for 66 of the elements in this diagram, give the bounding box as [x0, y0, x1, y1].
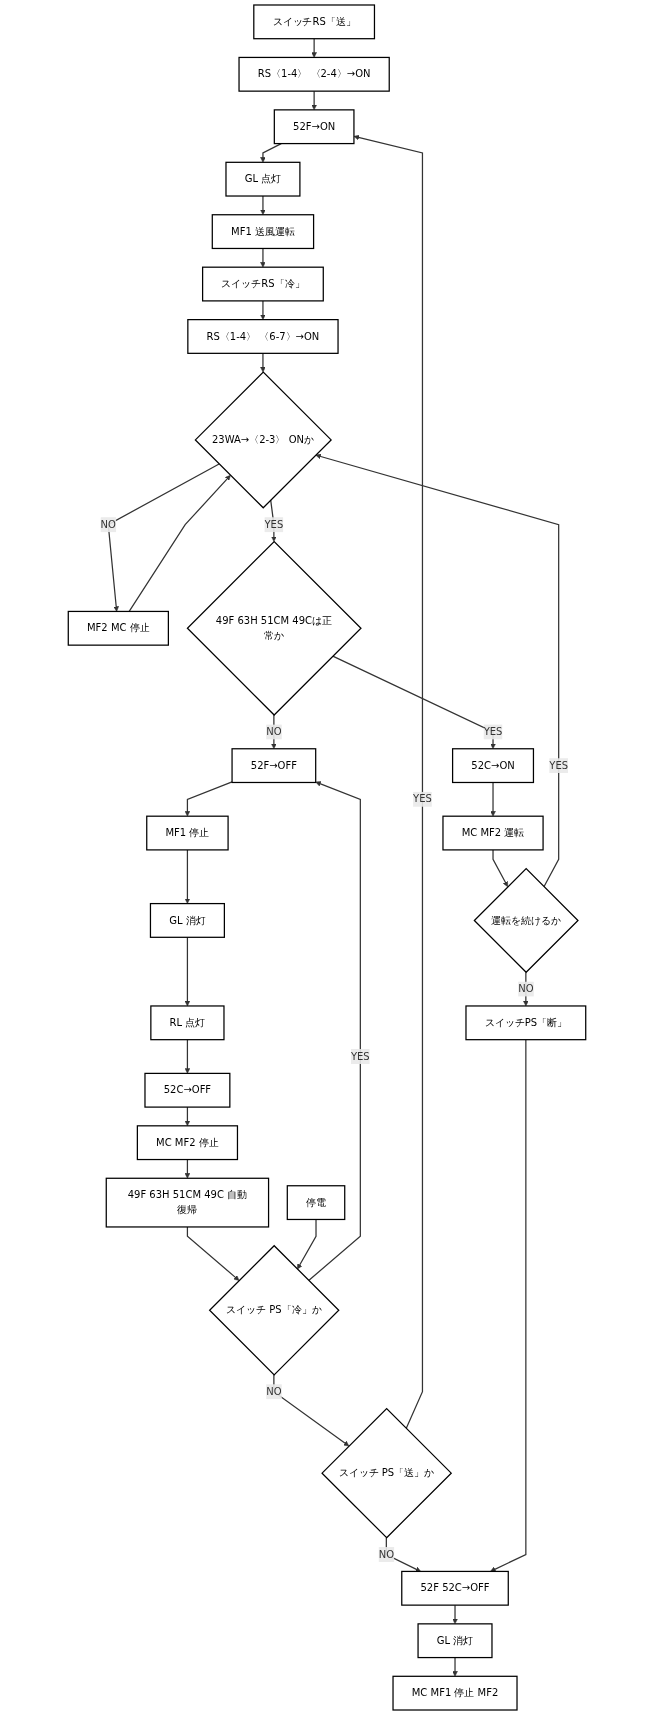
edge-label: NO	[266, 725, 282, 738]
node-box: 停電	[286, 1185, 346, 1221]
node-box: GL 消灯	[417, 1623, 493, 1659]
edge-label: YES	[413, 793, 432, 805]
arrow	[184, 1106, 191, 1127]
node-box: スイッチPS「断」	[465, 1005, 587, 1041]
node-box: スイッチRS「送」	[253, 4, 376, 40]
edge-label: NO	[100, 518, 116, 531]
arrow	[184, 936, 191, 1007]
arrow	[260, 142, 282, 163]
arrow	[311, 90, 317, 111]
node-box: MF1 送風運転	[211, 214, 315, 250]
node-diamond: 49F 63H 51CM 49Cは正常か	[186, 540, 362, 716]
edge-label: NO	[518, 982, 534, 995]
arrow	[332, 655, 496, 749]
edge-label: NO	[378, 1548, 394, 1561]
arrow	[315, 453, 560, 888]
arrow	[260, 300, 266, 320]
arrow	[490, 781, 496, 817]
arrow	[260, 195, 266, 215]
arrow	[311, 38, 317, 58]
arrow	[273, 1374, 350, 1447]
node-box: MC MF2 運転	[442, 815, 544, 851]
arrow	[308, 781, 361, 1282]
edge-label: YES	[549, 759, 569, 772]
arrow	[186, 1226, 240, 1281]
node-diamond: 23WA→〈2-3〉 ONか	[194, 371, 332, 509]
edge-label: YES	[264, 518, 284, 531]
node-box: MF1 停止	[146, 815, 229, 851]
node-box: 52F→ON	[273, 109, 355, 145]
node-box: RL 点灯	[150, 1005, 225, 1041]
arrow	[184, 1039, 191, 1074]
node-box: 52C→OFF	[144, 1072, 231, 1108]
arrow	[184, 781, 233, 817]
node-diamond: スイッチ PS「送」か	[321, 1407, 453, 1539]
arrow	[184, 1158, 191, 1179]
arrow	[128, 475, 231, 613]
node-box: GL 点灯	[225, 161, 301, 197]
node-box: RS〈1-4〉 〈6-7〉→ON	[187, 319, 339, 354]
node-box: RS〈1-4〉 〈2-4〉→ON	[238, 56, 390, 92]
arrow	[260, 352, 266, 373]
arrow	[107, 463, 220, 612]
arrow	[271, 714, 277, 749]
arrow	[490, 1039, 527, 1572]
arrow	[452, 1656, 458, 1677]
node-box: 52C→ON	[451, 748, 535, 784]
node-diamond: 運転を続けるか	[473, 867, 579, 974]
node-box: スイッチRS「冷」	[202, 266, 324, 302]
node-box: MF2 MC 停止	[67, 610, 169, 646]
node-box: GL 消灯	[149, 902, 225, 938]
node-box: 52F 52C→OFF	[401, 1570, 509, 1606]
arrow	[297, 1218, 317, 1270]
node-box: MC MF1 停止 MF2	[392, 1675, 518, 1711]
arrow	[492, 849, 508, 887]
arrow	[523, 971, 529, 1007]
arrow	[270, 499, 277, 542]
arrow	[452, 1604, 458, 1625]
node-diamond: スイッチ PS「冷」か	[208, 1244, 340, 1376]
arrow	[260, 247, 266, 268]
edge-label: NO	[266, 1385, 282, 1398]
arrow	[184, 849, 191, 904]
node-box: 52F→OFF	[231, 748, 317, 784]
edge-label: YES	[483, 725, 503, 738]
node-box: MC MF2 停止	[136, 1125, 239, 1161]
edge-label: YES	[350, 1050, 370, 1063]
node-box: 49F 63H 51CM 49C 自動復帰	[105, 1177, 270, 1228]
